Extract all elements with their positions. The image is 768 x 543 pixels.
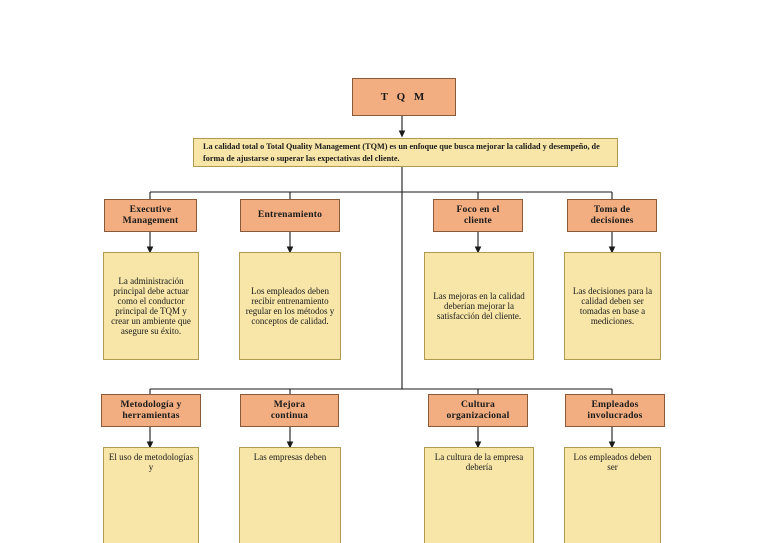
node-entrenamiento-body[interactable]: Los empleados deben recibir entrenamient… [239, 252, 341, 360]
node-mejora-continua-header[interactable]: Mejora continua [240, 394, 339, 427]
node-metodologia-herramientas-body[interactable]: El uso de metodologías y [103, 447, 199, 543]
node-metodologia-herramientas-label: Metodología y herramientas [120, 398, 182, 421]
node-cultura-organizacional-body-text: La cultura de la empresa debería [434, 452, 524, 473]
node-cultura-organizacional-header[interactable]: Cultura organizacional [428, 394, 528, 427]
node-entrenamiento-header[interactable]: Entrenamiento [240, 199, 340, 232]
node-executive-management-label: Executive Management [122, 203, 179, 226]
node-executive-management-body[interactable]: La administración principal debe actuar … [103, 252, 199, 360]
node-toma-decisiones-body-text: Las decisiones para la calidad deben ser… [572, 285, 653, 327]
node-metodologia-herramientas-header[interactable]: Metodología y herramientas [101, 394, 201, 427]
node-tqm-description-text: La calidad total o Total Quality Managem… [203, 142, 600, 163]
node-tqm-title-label: T Q M [380, 90, 428, 103]
node-empleados-involucrados-body[interactable]: Los empleados deben ser [564, 447, 661, 543]
node-toma-decisiones-label: Toma de decisiones [590, 203, 634, 226]
node-entrenamiento-label: Entrenamiento [257, 209, 323, 221]
node-foco-cliente-body[interactable]: Las mejoras en la calidad deberían mejor… [424, 252, 534, 360]
node-foco-cliente-header[interactable]: Foco en el cliente [433, 199, 523, 232]
node-empleados-involucrados-body-text: Los empleados deben ser [573, 452, 652, 473]
node-foco-cliente-body-text: Las mejoras en la calidad deberían mejor… [433, 290, 525, 322]
node-mejora-continua-label: Mejora continua [270, 398, 309, 421]
node-entrenamiento-body-text: Los empleados deben recibir entrenamient… [245, 285, 335, 327]
node-empleados-involucrados-label: Empleados involucrados [587, 398, 643, 421]
node-toma-decisiones-header[interactable]: Toma de decisiones [567, 199, 657, 232]
node-metodologia-herramientas-body-text: El uso de metodologías y [108, 452, 194, 473]
node-cultura-organizacional-body[interactable]: La cultura de la empresa debería [424, 447, 534, 543]
node-executive-management-body-text: La administración principal debe actuar … [111, 275, 191, 337]
node-cultura-organizacional-label: Cultura organizacional [446, 398, 510, 421]
node-foco-cliente-label: Foco en el cliente [456, 203, 500, 226]
node-tqm-title[interactable]: T Q M [352, 78, 456, 116]
node-empleados-involucrados-header[interactable]: Empleados involucrados [565, 394, 665, 427]
node-executive-management-header[interactable]: Executive Management [104, 199, 197, 232]
node-mejora-continua-body-text: Las empresas deben [253, 452, 327, 462]
node-tqm-description[interactable]: La calidad total o Total Quality Managem… [193, 138, 618, 167]
node-toma-decisiones-body[interactable]: Las decisiones para la calidad deben ser… [564, 252, 661, 360]
node-mejora-continua-body[interactable]: Las empresas deben [239, 447, 341, 543]
